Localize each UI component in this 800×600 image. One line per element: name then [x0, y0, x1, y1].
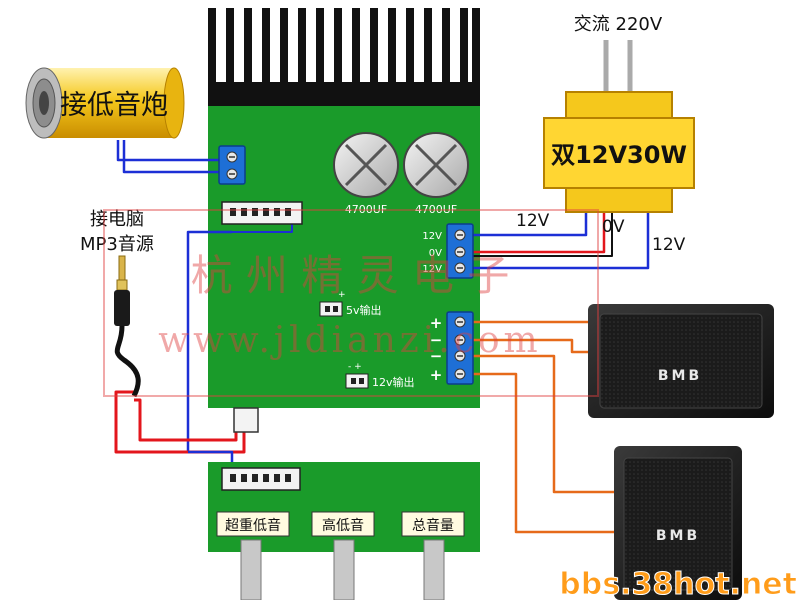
speaker-pin-4-label: +	[430, 366, 443, 384]
wire-speaker-bottom-plus	[460, 372, 614, 534]
capacitor-left: 4700UF	[333, 132, 399, 216]
output-5v-plus: +	[338, 290, 346, 300]
knob-master-volume-shaft[interactable]	[423, 539, 445, 600]
transformer-label: 双12V30W	[551, 141, 687, 169]
output-5v-label: 5v输出	[346, 303, 382, 317]
jack-cable	[114, 325, 141, 398]
pin-12v-bottom-label: 12V	[422, 264, 442, 275]
wire-0v-label: 0V	[602, 217, 625, 237]
speaker-top-brand: BMB	[658, 368, 702, 384]
knob-super-bass[interactable]: 超重低音	[216, 511, 290, 537]
subwoofer-connector: 接低音炮	[25, 67, 185, 139]
output-12v-label: 12v输出	[372, 375, 415, 389]
wire-source-signal	[186, 230, 232, 452]
wire-12v-bottom	[460, 206, 650, 270]
audio-source-label-1: 接电脑	[90, 209, 144, 230]
watermark: 杭 州 精 灵 电 子 www.jldianzi.com	[103, 209, 599, 397]
input-header	[221, 201, 303, 225]
transformer: 交流 220V 双12V30W 12V 0V 12V	[516, 14, 695, 255]
wire-subwoofer-1	[116, 140, 232, 162]
control-header	[221, 467, 301, 491]
subwoofer-label: 接低音炮	[60, 90, 168, 121]
wire-0v	[460, 206, 606, 254]
knob-bass-treble[interactable]: 高低音	[311, 511, 375, 537]
capacitor-right-label: 4700UF	[415, 203, 457, 216]
output-12v-polarity: - +	[348, 362, 362, 372]
board-link-connector	[233, 407, 259, 433]
audio-source: 接电脑 MP3音源	[80, 209, 154, 398]
knob-super-bass-shaft[interactable]	[240, 539, 262, 600]
wire-12v-top	[460, 206, 588, 237]
watermark-url: www.jldianzi.com	[158, 320, 541, 361]
capacitor-left-label: 4700UF	[345, 203, 387, 216]
speaker-top: BMB	[588, 304, 774, 418]
watermark-frame	[103, 209, 599, 397]
power-terminal: 12V 0V 12V	[422, 223, 474, 279]
jack-ring	[116, 279, 128, 291]
jack-tip	[118, 255, 126, 281]
speaker-pin-3-label: −	[430, 347, 443, 365]
wire-speaker-bottom-minus	[460, 354, 614, 494]
output-5v: + 5v输出	[319, 290, 382, 317]
subwoofer-terminal	[218, 145, 246, 185]
wire-source-red-1	[114, 390, 246, 454]
wire-subwoofer-2	[122, 140, 232, 174]
knob-master-volume[interactable]: 总音量	[401, 511, 465, 537]
speaker-pin-2-label: −	[430, 331, 443, 349]
audio-source-label-2: MP3音源	[80, 234, 154, 255]
wires	[114, 40, 650, 534]
ac-input-label: 交流 220V	[574, 14, 663, 35]
pin-0v-label: 0V	[429, 248, 442, 259]
knob-bass-treble-label: 高低音	[322, 517, 364, 534]
wire-0v-black	[460, 206, 613, 257]
heatsink	[208, 8, 480, 106]
watermark-cn: 杭 州 精 灵 电 子	[191, 251, 510, 300]
wire-12v-left-label: 12V	[516, 211, 550, 231]
speaker-pin-1-label: +	[430, 314, 443, 332]
jack-body	[114, 290, 130, 326]
wire-source-red-2	[134, 398, 238, 442]
speaker-bottom: BMB	[614, 446, 742, 600]
knob-master-volume-label: 总音量	[412, 517, 454, 534]
speaker-bottom-brand: BMB	[656, 528, 700, 544]
speaker-terminal: + − − +	[430, 311, 474, 385]
wire-12v-right-label: 12V	[652, 235, 686, 255]
knob-bass-treble-shaft[interactable]	[333, 539, 355, 600]
capacitor-right: 4700UF	[403, 132, 469, 216]
output-12v: - + 12v输出	[345, 362, 415, 389]
site-url: bbs.38hot.net	[559, 567, 797, 600]
wire-speaker-top-minus	[460, 338, 590, 354]
pin-12v-top-label: 12V	[422, 231, 442, 242]
knob-super-bass-label: 超重低音	[225, 517, 281, 534]
